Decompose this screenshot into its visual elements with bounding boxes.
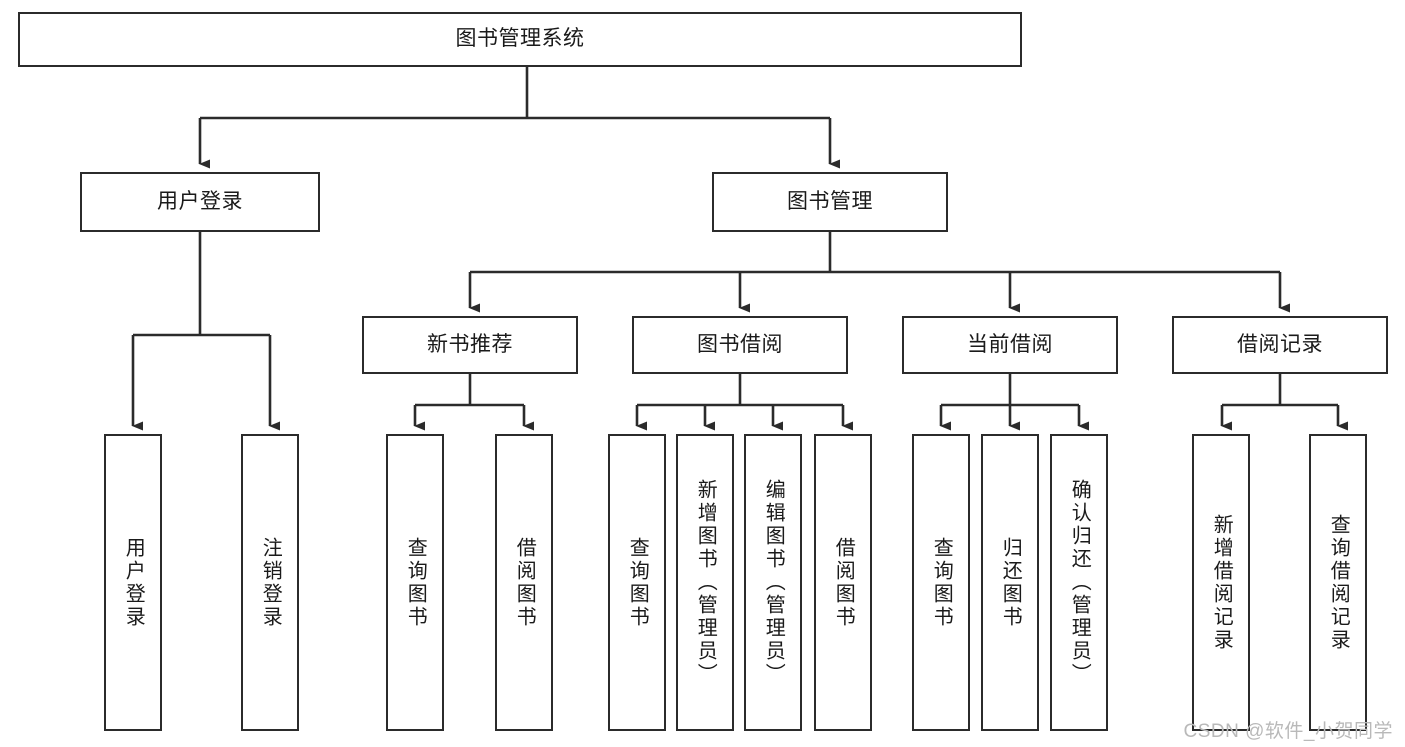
leaf-label: 确认归还（管理员） — [1068, 479, 1091, 686]
node-label: 借阅记录 — [1237, 332, 1323, 356]
node-label: 图书管理 — [787, 189, 873, 213]
leaf-label: 查询图书 — [626, 536, 649, 629]
leaf-label: 查询图书 — [930, 536, 953, 629]
leaf-borrow-record-query-record[interactable]: 查询借阅记录 — [1309, 434, 1367, 731]
leaf-label: 借阅图书 — [513, 536, 536, 629]
node-borrow-record[interactable]: 借阅记录 — [1172, 316, 1388, 374]
node-root-book-management-system[interactable]: 图书管理系统 — [18, 12, 1022, 67]
leaf-label: 新增借阅记录 — [1210, 513, 1233, 652]
leaf-user-login-logout[interactable]: 注销登录 — [241, 434, 299, 731]
node-label: 用户登录 — [157, 189, 243, 213]
leaf-label: 查询图书 — [404, 536, 427, 629]
leaf-current-borrow-confirm-return-admin[interactable]: 确认归还（管理员） — [1050, 434, 1108, 731]
leaf-book-borrow-borrow-book[interactable]: 借阅图书 — [814, 434, 872, 731]
leaf-borrow-record-add-record[interactable]: 新增借阅记录 — [1192, 434, 1250, 731]
leaf-label: 查询借阅记录 — [1327, 513, 1350, 652]
node-book-borrow[interactable]: 图书借阅 — [632, 316, 848, 374]
node-book-management[interactable]: 图书管理 — [712, 172, 948, 232]
leaf-label: 借阅图书 — [832, 536, 855, 629]
node-label: 当前借阅 — [967, 332, 1053, 356]
leaf-label: 注销登录 — [259, 536, 282, 629]
csdn-watermark: CSDN @软件_小贺同学 — [1183, 721, 1393, 742]
leaf-book-borrow-edit-book-admin[interactable]: 编辑图书（管理员） — [744, 434, 802, 731]
leaf-user-login-login[interactable]: 用户登录 — [104, 434, 162, 731]
node-label: 图书借阅 — [697, 332, 783, 356]
node-label: 新书推荐 — [427, 332, 513, 356]
leaf-label: 归还图书 — [999, 536, 1022, 629]
leaf-label: 新增图书（管理员） — [694, 479, 717, 686]
node-current-borrow[interactable]: 当前借阅 — [902, 316, 1118, 374]
node-label: 图书管理系统 — [455, 27, 585, 51]
leaf-current-borrow-return-book[interactable]: 归还图书 — [981, 434, 1039, 731]
node-user-login[interactable]: 用户登录 — [80, 172, 320, 232]
leaf-new-book-query-book[interactable]: 查询图书 — [386, 434, 444, 731]
leaf-label: 编辑图书（管理员） — [762, 479, 785, 686]
leaf-new-book-borrow-book[interactable]: 借阅图书 — [495, 434, 553, 731]
leaf-label: 用户登录 — [122, 536, 145, 629]
leaf-book-borrow-query-book[interactable]: 查询图书 — [608, 434, 666, 731]
leaf-book-borrow-add-book-admin[interactable]: 新增图书（管理员） — [676, 434, 734, 731]
node-new-book-recommend[interactable]: 新书推荐 — [362, 316, 578, 374]
leaf-current-borrow-query-book[interactable]: 查询图书 — [912, 434, 970, 731]
